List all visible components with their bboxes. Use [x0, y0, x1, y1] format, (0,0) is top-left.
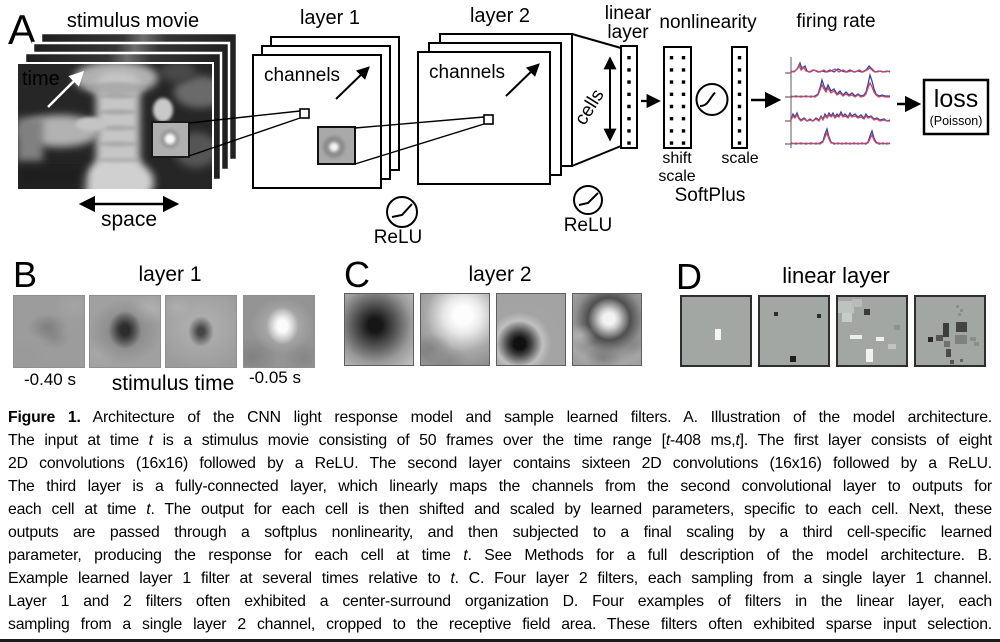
- panel-a-diagram: A: [8, 3, 990, 248]
- loss-label: loss: [934, 85, 978, 113]
- scale-label: scale: [721, 150, 758, 167]
- layer1-filter-t3: [165, 295, 237, 368]
- linear-filter-4: [914, 295, 986, 367]
- layer1-filter-t2: [89, 295, 161, 368]
- firing-rate-plot: [785, 57, 891, 148]
- trace2-red: [790, 81, 890, 98]
- layer2-filter-2: [420, 293, 490, 366]
- linear-layer-column: [620, 45, 638, 149]
- stimulus-movie-frames: time: [16, 31, 239, 191]
- conv2-line-bottom: [354, 123, 485, 165]
- relu1-label: ReLU: [374, 227, 423, 248]
- stimulus-photo: [17, 63, 213, 190]
- linear-filter-1: [680, 295, 752, 367]
- relu1-icon: [386, 196, 418, 228]
- funnel-top: [571, 33, 622, 49]
- relu2-label: ReLU: [564, 215, 613, 236]
- trace4-red: [790, 131, 891, 145]
- trace2-blue: [790, 72, 890, 98]
- layer1-title: layer 1: [300, 7, 360, 29]
- linear-filter-3: [836, 295, 908, 367]
- nonlinearity-title: nonlinearity: [659, 12, 757, 33]
- stimulus-patch: [151, 121, 190, 158]
- loss-box: [922, 78, 990, 136]
- softplus-icon: [695, 83, 729, 116]
- layer2-output-pixel: [483, 114, 494, 125]
- linear-layer-title-line1: linear: [605, 3, 652, 24]
- layer1-channels-arrow: [335, 66, 370, 100]
- trace3-red: [790, 112, 890, 122]
- layer1-filter-t4: [243, 295, 315, 368]
- layer2-stack: [417, 33, 573, 185]
- layer2-channels-label: channels: [429, 62, 505, 83]
- layer2-filter-3: [496, 293, 566, 366]
- shift-label-line1: shift: [662, 150, 692, 167]
- shift-scale-column: [663, 46, 692, 149]
- layer1-stack: [252, 36, 400, 189]
- layer1-patch: [317, 126, 356, 165]
- conv1-line-top: [188, 110, 301, 124]
- panel-c-label: C: [344, 254, 370, 295]
- relu2-icon: [573, 185, 603, 215]
- layer1-output-pixel: [299, 108, 310, 119]
- trace1-blue: [790, 61, 891, 73]
- conv2-line-top: [354, 116, 485, 129]
- cells-label: cells: [571, 86, 609, 129]
- stimulus-time-label: stimulus time: [111, 372, 235, 395]
- panel-a-label: A: [8, 6, 36, 53]
- panel-b-title: layer 1: [138, 263, 202, 286]
- layer2-filter-1: [344, 293, 414, 366]
- time-right-label: -0.05 s: [249, 368, 301, 387]
- panel-d-label: D: [676, 256, 702, 297]
- time-arrow: [47, 70, 85, 108]
- figure-caption: Figure 1. Architecture of the CNN light …: [8, 409, 992, 633]
- conv1-line-bottom: [188, 117, 301, 157]
- stimulus-movie-title: stimulus movie: [67, 10, 199, 32]
- panel-c-title: layer 2: [468, 263, 532, 286]
- panel-d-title: linear layer: [782, 263, 890, 288]
- softplus-label: SoftPlus: [675, 185, 746, 206]
- linear-filter-2: [758, 295, 830, 367]
- layer2-title: layer 2: [470, 5, 530, 27]
- time-label: time: [22, 68, 60, 90]
- figure-bottom-rule: [0, 639, 1000, 642]
- shift-label-line2: scale: [658, 168, 695, 185]
- panel-b-label: B: [13, 254, 37, 295]
- layer1-channels-label: channels: [264, 65, 340, 86]
- time-left-label: -0.40 s: [24, 370, 76, 389]
- scale-column: [731, 46, 748, 149]
- funnel-bottom: [571, 145, 622, 167]
- layer1-filter-t1: [13, 295, 85, 368]
- layer2-filter-4: [572, 293, 642, 366]
- space-label: space: [101, 208, 157, 231]
- linear-layer-title-line2: layer: [607, 22, 649, 43]
- loss-sublabel: (Poisson): [930, 114, 983, 128]
- firing-rate-title: firing rate: [796, 11, 875, 32]
- trace1-red: [790, 63, 891, 73]
- layer2-channels-arrow: [505, 63, 540, 97]
